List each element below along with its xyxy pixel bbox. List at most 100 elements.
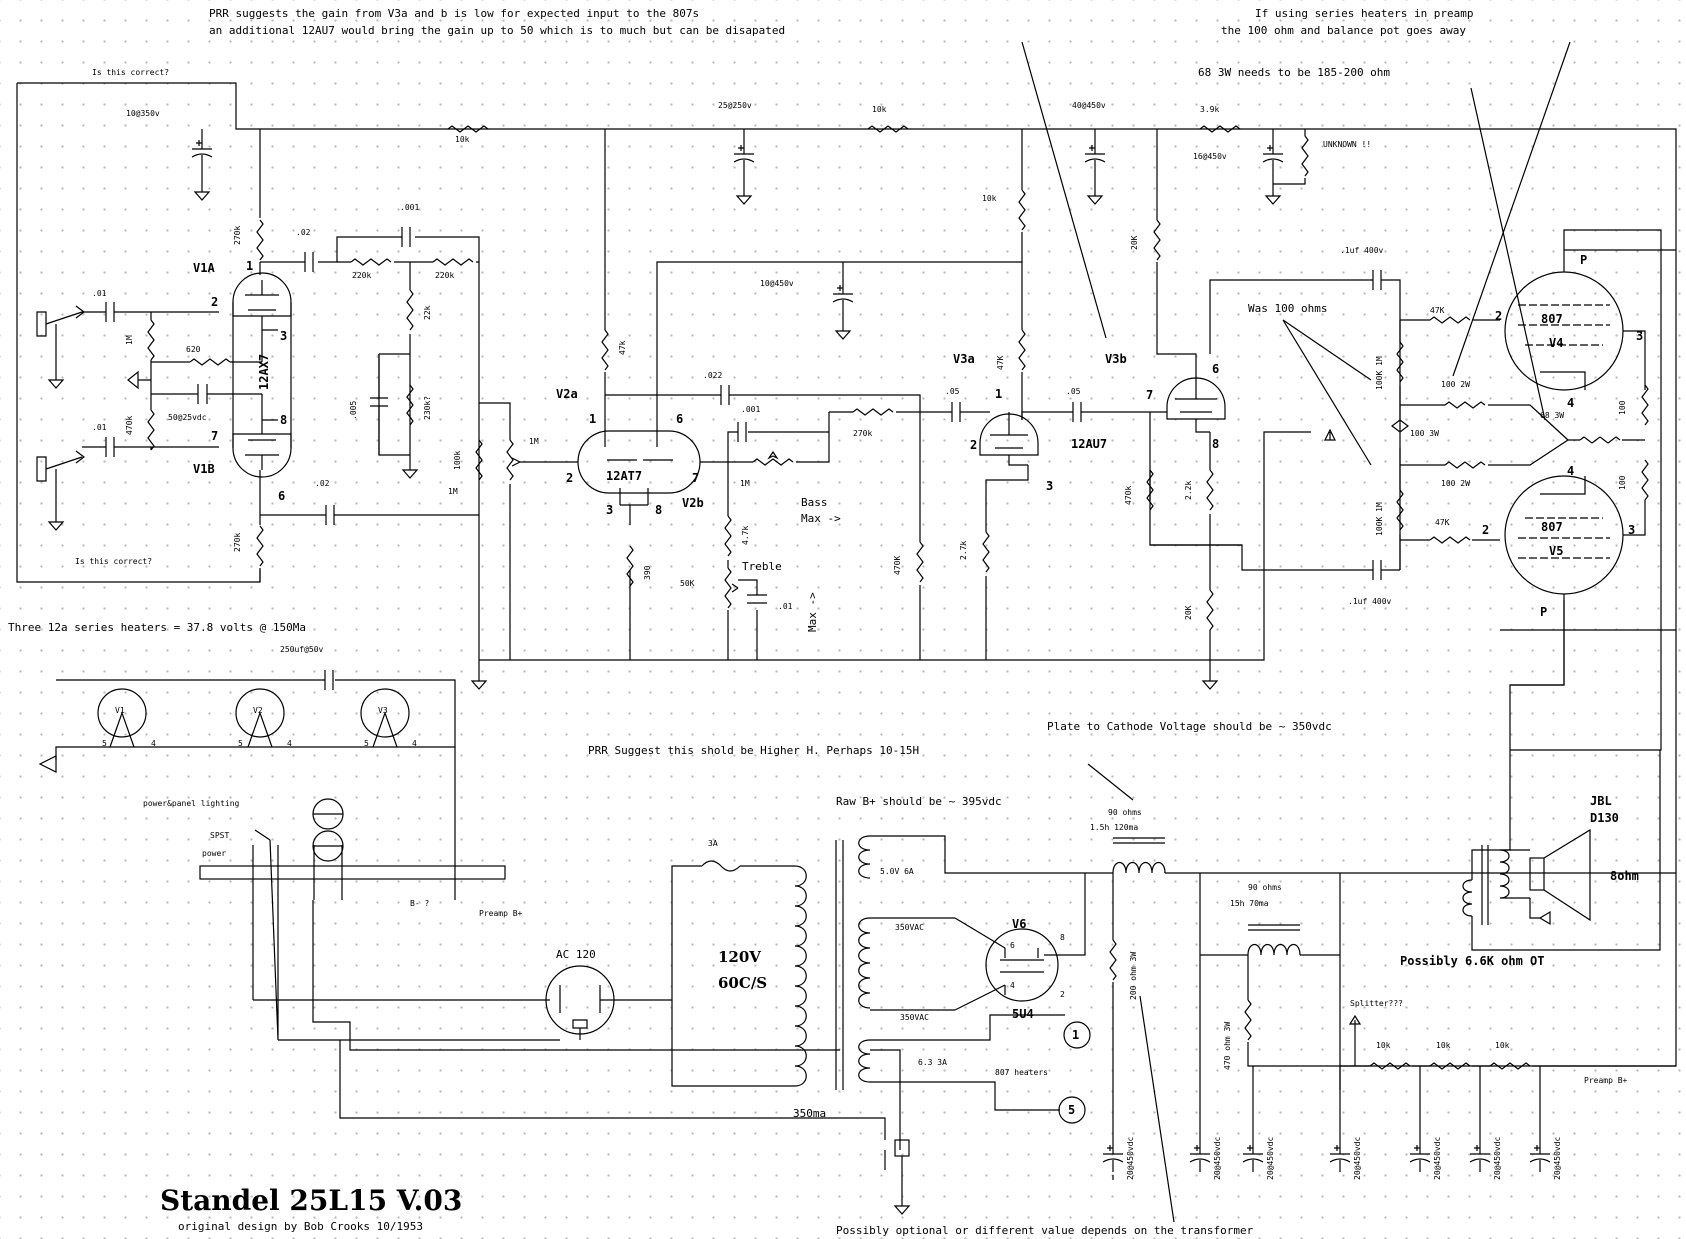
bplus-rail [17,82,1677,631]
label-sec-350a: 350VAC [895,923,924,932]
label-r1m-c: 1M [448,487,458,496]
label-r470k-b: 470K [893,556,902,575]
label-c001-b: .001 [741,405,760,414]
cap-001-b [737,422,747,442]
v1-feedback-loop [16,83,261,583]
label-r200: 200 ohm 3W [1129,952,1138,1000]
label-choke2: 15h 70ma [1230,899,1269,908]
resistor-68-3w [1579,436,1621,444]
label-r100k-c: 100K 1M [1375,502,1384,536]
ground-bus [479,431,1311,661]
note-raw-bplus: Raw B+ should be ~ 395vdc [836,795,1002,808]
label-v3b: V3b [1105,352,1127,366]
note-panel-lighting: power&panel lighting [143,799,240,808]
label-choke1: 1.5h 120ma [1090,823,1138,832]
potentiometer-treble[interactable] [724,567,732,609]
annotation-arrow-plate [1087,763,1134,801]
label-cap20-2: 20@450vdc [1213,1136,1222,1180]
pin-v2-7: 7 [692,471,699,485]
potentiometer-1m[interactable] [506,439,514,481]
pin-v2-6: 6 [676,412,683,426]
label-fuse-3a: 3A [708,839,718,848]
label-bass: Bass [801,496,828,509]
pin-v2-2: 2 [566,471,573,485]
label-c40-450: 40@450v [1072,101,1106,110]
label-r10k-d: 10k [1376,1041,1391,1050]
annotation-arrow-68ohm [1470,87,1546,421]
schematic-title: Standel 25L15 V.03 [160,1184,462,1217]
pin-v2-8: 8 [655,503,662,517]
tube-v3a [979,413,1039,456]
cap-20-450-1 [1102,1139,1124,1173]
power-switch-spst[interactable] [199,865,506,880]
input-jack-1[interactable] [36,311,47,482]
tube-v1b [232,433,292,478]
label-r100-2w-a: 100 2W [1441,380,1470,389]
fuse-3a [701,860,741,872]
resistor-47k-a [601,329,609,371]
potentiometer-bass[interactable] [752,458,794,466]
label-c02-b: .02 [315,479,330,488]
pin-v1-1: 1 [246,259,253,273]
label-v2b: V2b [682,496,704,510]
label-cap20-3: 20@450vdc [1266,1136,1275,1180]
heater-v3: V3 5 4 [360,688,417,748]
label-c05-a: .05 [945,387,960,396]
label-v4: V4 [1549,336,1563,350]
label-cap20-7: 20@450vdc [1553,1136,1562,1180]
resistor-4-7k [724,515,732,557]
label-r220k-b: 220k [435,271,454,280]
label-r1m-d: 1M [740,479,750,488]
tube-v3b [1166,377,1226,420]
pin-v3-7: 7 [1146,388,1153,402]
label-b-minus: B- ? [410,899,429,908]
label-r10k-e: 10k [1436,1041,1451,1050]
label-choke1-ohm: 90 ohms [1108,808,1142,817]
label-heater-v3: V3 [378,706,388,715]
label-r50k: 50K [680,579,695,588]
label-r100k-a: 100k [453,451,462,470]
tube-v2 [577,430,701,494]
cap-25-250 [733,139,755,173]
label-r390: 390 [643,565,652,580]
label-c05-b: .05 [1066,387,1081,396]
label-c01-a: .01 [92,289,107,298]
label-5u4: 5U4 [1012,1007,1034,1021]
pin-v6-2: 2 [1060,990,1065,999]
resistor-200-ohm [1109,939,1117,981]
note-is-correct-bottom: Is this correct? [75,557,152,566]
label-power-switch: power [202,849,226,858]
cap-input-01 [105,302,115,457]
label-r470k-a: 470k [125,416,134,435]
pin-h1-4: 4 [151,739,156,748]
label-v1b: V1B [193,462,215,476]
ground-7 [48,515,64,531]
label-807-b: 807 [1541,520,1563,534]
resistor-2-7k [982,531,990,573]
note-68ohm: 68 3W needs to be 185-200 ohm [1198,66,1390,79]
resistor-47k-b [1018,329,1026,371]
ground-10 [1202,674,1218,690]
label-r620: 620 [186,345,201,354]
note-prr-gain-line2: an additional 12AU7 would bring the gain… [209,24,785,37]
label-cap20-5: 20@450vdc [1433,1136,1442,1180]
resistor-270k-a [256,219,264,261]
label-c1uf-b: .1uf 400v [1348,597,1392,606]
label-v3a: V3a [953,352,975,366]
note-series-heaters-line1: If using series heaters in preamp [1255,7,1474,20]
ground-9 [835,324,851,340]
cap-20-450-6 [1469,1139,1491,1173]
label-r100-a: 100 [1618,400,1627,415]
cap-20-450-7 [1529,1139,1551,1173]
label-preamp-bplus-right: Preamp B+ [1584,1076,1628,1085]
resistor-100-b [1641,459,1649,501]
potentiometer-balance[interactable] [1391,419,1409,433]
resistor-270k-c [852,408,894,416]
annotation-arrow-was100 [1282,319,1372,466]
label-sec-350b: 350VAC [900,1013,929,1022]
heater-v2: V2 5 4 [235,688,292,748]
note-prr-gain-line1: PRR suggests the gain from V3a and b is … [209,7,699,20]
label-heater-v2: V2 [253,706,263,715]
cap-coupling-1uf [1372,270,1382,580]
ground-8 [471,674,487,690]
